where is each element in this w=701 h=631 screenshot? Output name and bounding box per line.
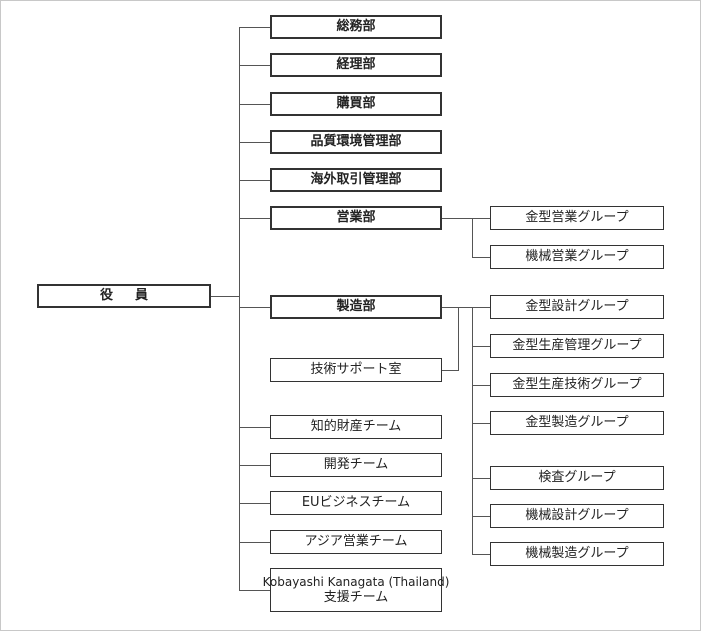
connector-mold-mfg bbox=[472, 423, 490, 424]
executive-box: 役員 bbox=[37, 284, 211, 308]
executive-label: 役員 bbox=[99, 288, 170, 303]
connector-machine-design bbox=[472, 516, 490, 517]
group-inspection: 検査グループ bbox=[490, 466, 664, 490]
group-machine-manufacturing: 機械製造グループ bbox=[490, 542, 664, 566]
group-mold-prod-tech: 金型生産技術グループ bbox=[490, 373, 664, 397]
team-asia-sales: アジア営業チーム bbox=[270, 530, 442, 554]
connector-mold-prod-mgmt bbox=[472, 346, 490, 347]
connector-exec-trunk bbox=[211, 296, 240, 297]
connector-general-affairs bbox=[239, 27, 270, 28]
dept-accounting: 経理部 bbox=[270, 53, 442, 77]
connector-eu bbox=[239, 503, 270, 504]
team-development: 開発チーム bbox=[270, 453, 442, 477]
connector-asia bbox=[239, 542, 270, 543]
group-mold-design: 金型設計グループ bbox=[490, 295, 664, 319]
team-eu-business: EUビジネスチーム bbox=[270, 491, 442, 515]
connector-tech-support-h bbox=[441, 370, 459, 371]
connector-manufacturing bbox=[239, 307, 270, 308]
group-mold-manufacturing: 金型製造グループ bbox=[490, 411, 664, 435]
connector-tech-support-v bbox=[458, 307, 459, 371]
team-thailand-line2: 支援チーム bbox=[323, 590, 389, 605]
connector-sales bbox=[239, 218, 270, 219]
team-thailand-line1: Kobayashi Kanagata (Thailand) bbox=[262, 575, 450, 589]
dept-general-affairs: 総務部 bbox=[270, 15, 442, 39]
connector-purchasing bbox=[239, 104, 270, 105]
connector-mold-design bbox=[472, 307, 490, 308]
connector-machine-sales bbox=[472, 257, 490, 258]
connector-mold-sales bbox=[472, 218, 490, 219]
group-mold-prod-mgmt: 金型生産管理グループ bbox=[490, 334, 664, 358]
dept-manufacturing: 製造部 bbox=[270, 295, 442, 319]
connector-mfg-out bbox=[441, 307, 473, 308]
connector-machine-mfg bbox=[472, 554, 490, 555]
connector-ip bbox=[239, 427, 270, 428]
group-machine-sales: 機械営業グループ bbox=[490, 245, 664, 269]
connector-inspection bbox=[472, 478, 490, 479]
tech-support-room: 技術サポート室 bbox=[270, 358, 442, 382]
connector-mold-prod-tech bbox=[472, 385, 490, 386]
connector-mfg-trunk bbox=[472, 307, 473, 554]
dept-sales: 営業部 bbox=[270, 206, 442, 230]
dept-quality-env: 品質環境管理部 bbox=[270, 130, 442, 154]
connector-main-trunk bbox=[239, 27, 240, 591]
dept-purchasing: 購買部 bbox=[270, 92, 442, 116]
connector-sales-trunk bbox=[472, 218, 473, 257]
team-thailand-support: Kobayashi Kanagata (Thailand) 支援チーム bbox=[263, 568, 449, 612]
dept-overseas-mgmt: 海外取引管理部 bbox=[270, 168, 442, 192]
group-mold-sales: 金型営業グループ bbox=[490, 206, 664, 230]
group-machine-design: 機械設計グループ bbox=[490, 504, 664, 528]
connector-sales-out bbox=[441, 218, 473, 219]
connector-overseas bbox=[239, 180, 270, 181]
connector-accounting bbox=[239, 65, 270, 66]
team-ip: 知的財産チーム bbox=[270, 415, 442, 439]
connector-thailand bbox=[239, 590, 270, 591]
connector-development bbox=[239, 465, 270, 466]
connector-quality-env bbox=[239, 142, 270, 143]
